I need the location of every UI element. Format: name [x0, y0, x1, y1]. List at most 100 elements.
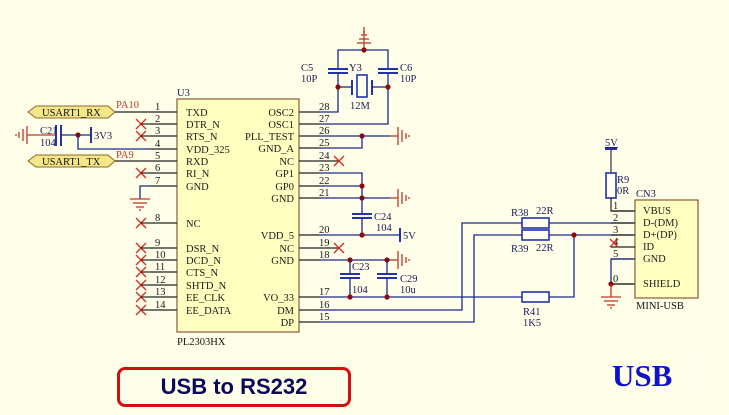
- c6-value: 10P: [400, 74, 417, 85]
- r38-ref: R38: [511, 208, 529, 219]
- net-5v-usb: 5V: [605, 138, 618, 149]
- pin-number: 17: [319, 287, 330, 298]
- pin-name: DTR_N: [186, 120, 220, 131]
- pin-number: 5: [613, 249, 618, 260]
- r9-value: 0R: [617, 186, 629, 197]
- cn3-ref: CN3: [636, 189, 656, 200]
- c29-ref: C29: [400, 274, 418, 285]
- pin-number: 3: [155, 126, 160, 137]
- pin-name: CTS_N: [186, 268, 219, 279]
- ic-pin-6: 6RI_N: [135, 163, 210, 180]
- pin-name: GP0: [275, 182, 294, 193]
- pin-number: 26: [319, 126, 330, 137]
- pin-name: NC: [186, 219, 201, 230]
- pin-name: NC: [279, 244, 294, 255]
- pin-number: 4: [155, 139, 161, 150]
- pin-number: 19: [319, 238, 330, 249]
- pin-name: GND_A: [258, 144, 294, 155]
- pin-number: 15: [319, 312, 330, 323]
- pin-name: RTS_N: [186, 132, 218, 143]
- y3-value: 12M: [350, 101, 371, 112]
- r41-value: 1K5: [523, 318, 541, 329]
- cn3-pin-4: 4 ID: [611, 237, 654, 253]
- title-box: USB to RS232: [117, 367, 351, 407]
- net-5v-vdd: 5V: [403, 231, 416, 242]
- no-connect-id: [609, 238, 619, 248]
- svg-text:USART1_RX: USART1_RX: [42, 108, 101, 119]
- section-label: USB: [612, 358, 673, 393]
- pin-name: VO_33: [263, 293, 294, 304]
- r39-value: 22R: [536, 243, 554, 254]
- pin-number: 8: [155, 213, 160, 224]
- pin-number: 7: [155, 176, 160, 187]
- pin-name: ID: [643, 242, 654, 253]
- pin-number: 2: [613, 213, 618, 224]
- pin-number: 5: [155, 151, 160, 162]
- c24-ref: C24: [374, 212, 392, 223]
- pin-name: DSR_N: [186, 244, 220, 255]
- pin-name: PLL_TEST: [245, 132, 295, 143]
- pin-number: 3: [613, 225, 618, 236]
- pin-number: 16: [319, 300, 330, 311]
- pin-number: 2: [155, 114, 160, 125]
- net-label-usart1-rx: USART1_RX: [27, 105, 116, 119]
- pin-name: OSC2: [268, 108, 294, 119]
- pin-number: 21: [319, 188, 330, 199]
- c23-ref: C23: [352, 262, 370, 273]
- pin-name: GP1: [275, 169, 294, 180]
- pin-number: 6: [155, 163, 160, 174]
- net-pa10: PA10: [116, 100, 139, 111]
- pin-number: 25: [319, 138, 330, 149]
- pin-number: 4: [613, 237, 619, 248]
- pin-name: GND: [271, 256, 294, 267]
- pin-name: SHIELD: [643, 279, 681, 290]
- pin-name: DP: [281, 318, 295, 329]
- pin-number: 14: [155, 300, 166, 311]
- pin-name: RI_N: [186, 169, 210, 180]
- pin-name: GND: [271, 194, 294, 205]
- pin-number: 1: [155, 102, 160, 113]
- net-3v3: 3V3: [94, 131, 112, 142]
- c23-value: 104: [352, 285, 369, 296]
- pin-name: D+(DP): [643, 230, 677, 241]
- pin-name: NC: [279, 157, 294, 168]
- pin-number: 13: [155, 287, 166, 298]
- pin-name: VBUS: [643, 206, 671, 217]
- pin-name: D-(DM): [643, 218, 678, 229]
- c21-value: 104: [40, 138, 57, 149]
- pin-number: 0: [613, 274, 618, 285]
- pin-number: 20: [319, 225, 330, 236]
- ic-right-pins: 28OSC227OSC126PLL_TEST25GND_A24NC23GP122…: [245, 102, 345, 329]
- pin-name: EE_CLK: [186, 293, 225, 304]
- separator: [695, 352, 697, 398]
- pin-name: EE_DATA: [186, 306, 232, 317]
- ic-ref: U3: [177, 88, 190, 99]
- ic-u3-body: [176, 98, 300, 333]
- pin-number: 11: [155, 262, 165, 273]
- pin-number: 10: [155, 250, 166, 261]
- ground-usb-shield: [601, 258, 633, 309]
- r38-value: 22R: [536, 206, 554, 217]
- connector-cn3-body: [634, 199, 699, 299]
- svg-text:USART1_TX: USART1_TX: [42, 157, 101, 168]
